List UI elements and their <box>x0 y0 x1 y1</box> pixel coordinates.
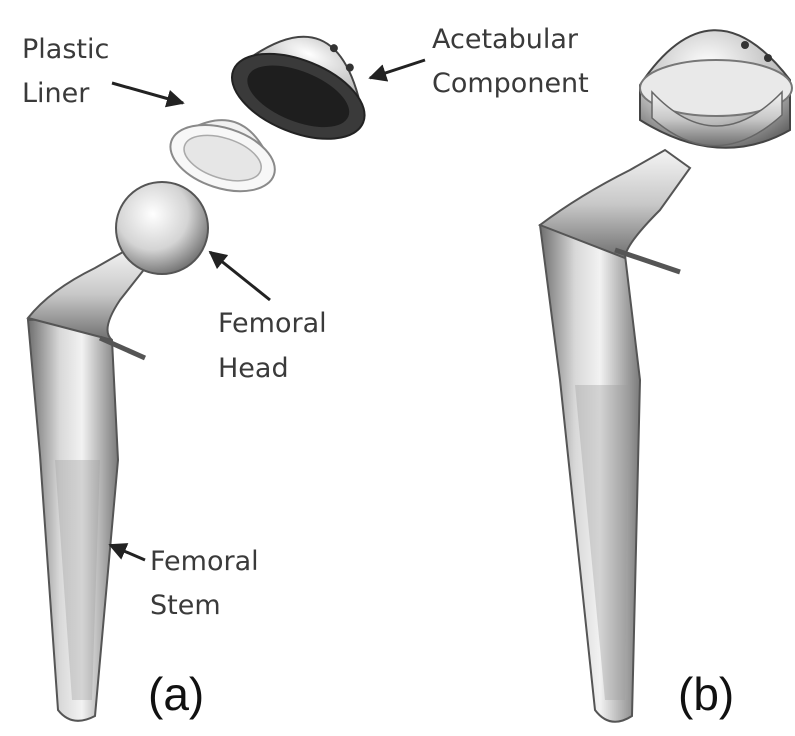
arrow-plastic-liner <box>112 83 183 103</box>
arrow-acetabular-component <box>370 60 425 78</box>
femoral-head-a <box>116 182 208 274</box>
arrow-femoral-head <box>210 252 270 300</box>
label-femoral-stem-line2: Stem <box>150 590 221 621</box>
acetabular-component-b <box>640 30 792 148</box>
label-plastic-liner-line1: Plastic <box>22 34 109 65</box>
arrow-femoral-stem <box>110 545 145 560</box>
label-femoral-head-line1: Femoral <box>218 308 327 339</box>
label-plastic-liner-line2: Liner <box>22 78 90 109</box>
assembled-implant <box>540 30 792 722</box>
label-femoral-stem-line1: Femoral <box>150 546 259 577</box>
label-femoral-head-line2: Head <box>218 353 289 384</box>
panel-label-a: (a) <box>148 668 204 720</box>
label-acetabular-line1: Acetabular <box>432 24 579 55</box>
panel-label-b: (b) <box>678 668 734 720</box>
label-acetabular-line2: Component <box>432 68 589 99</box>
